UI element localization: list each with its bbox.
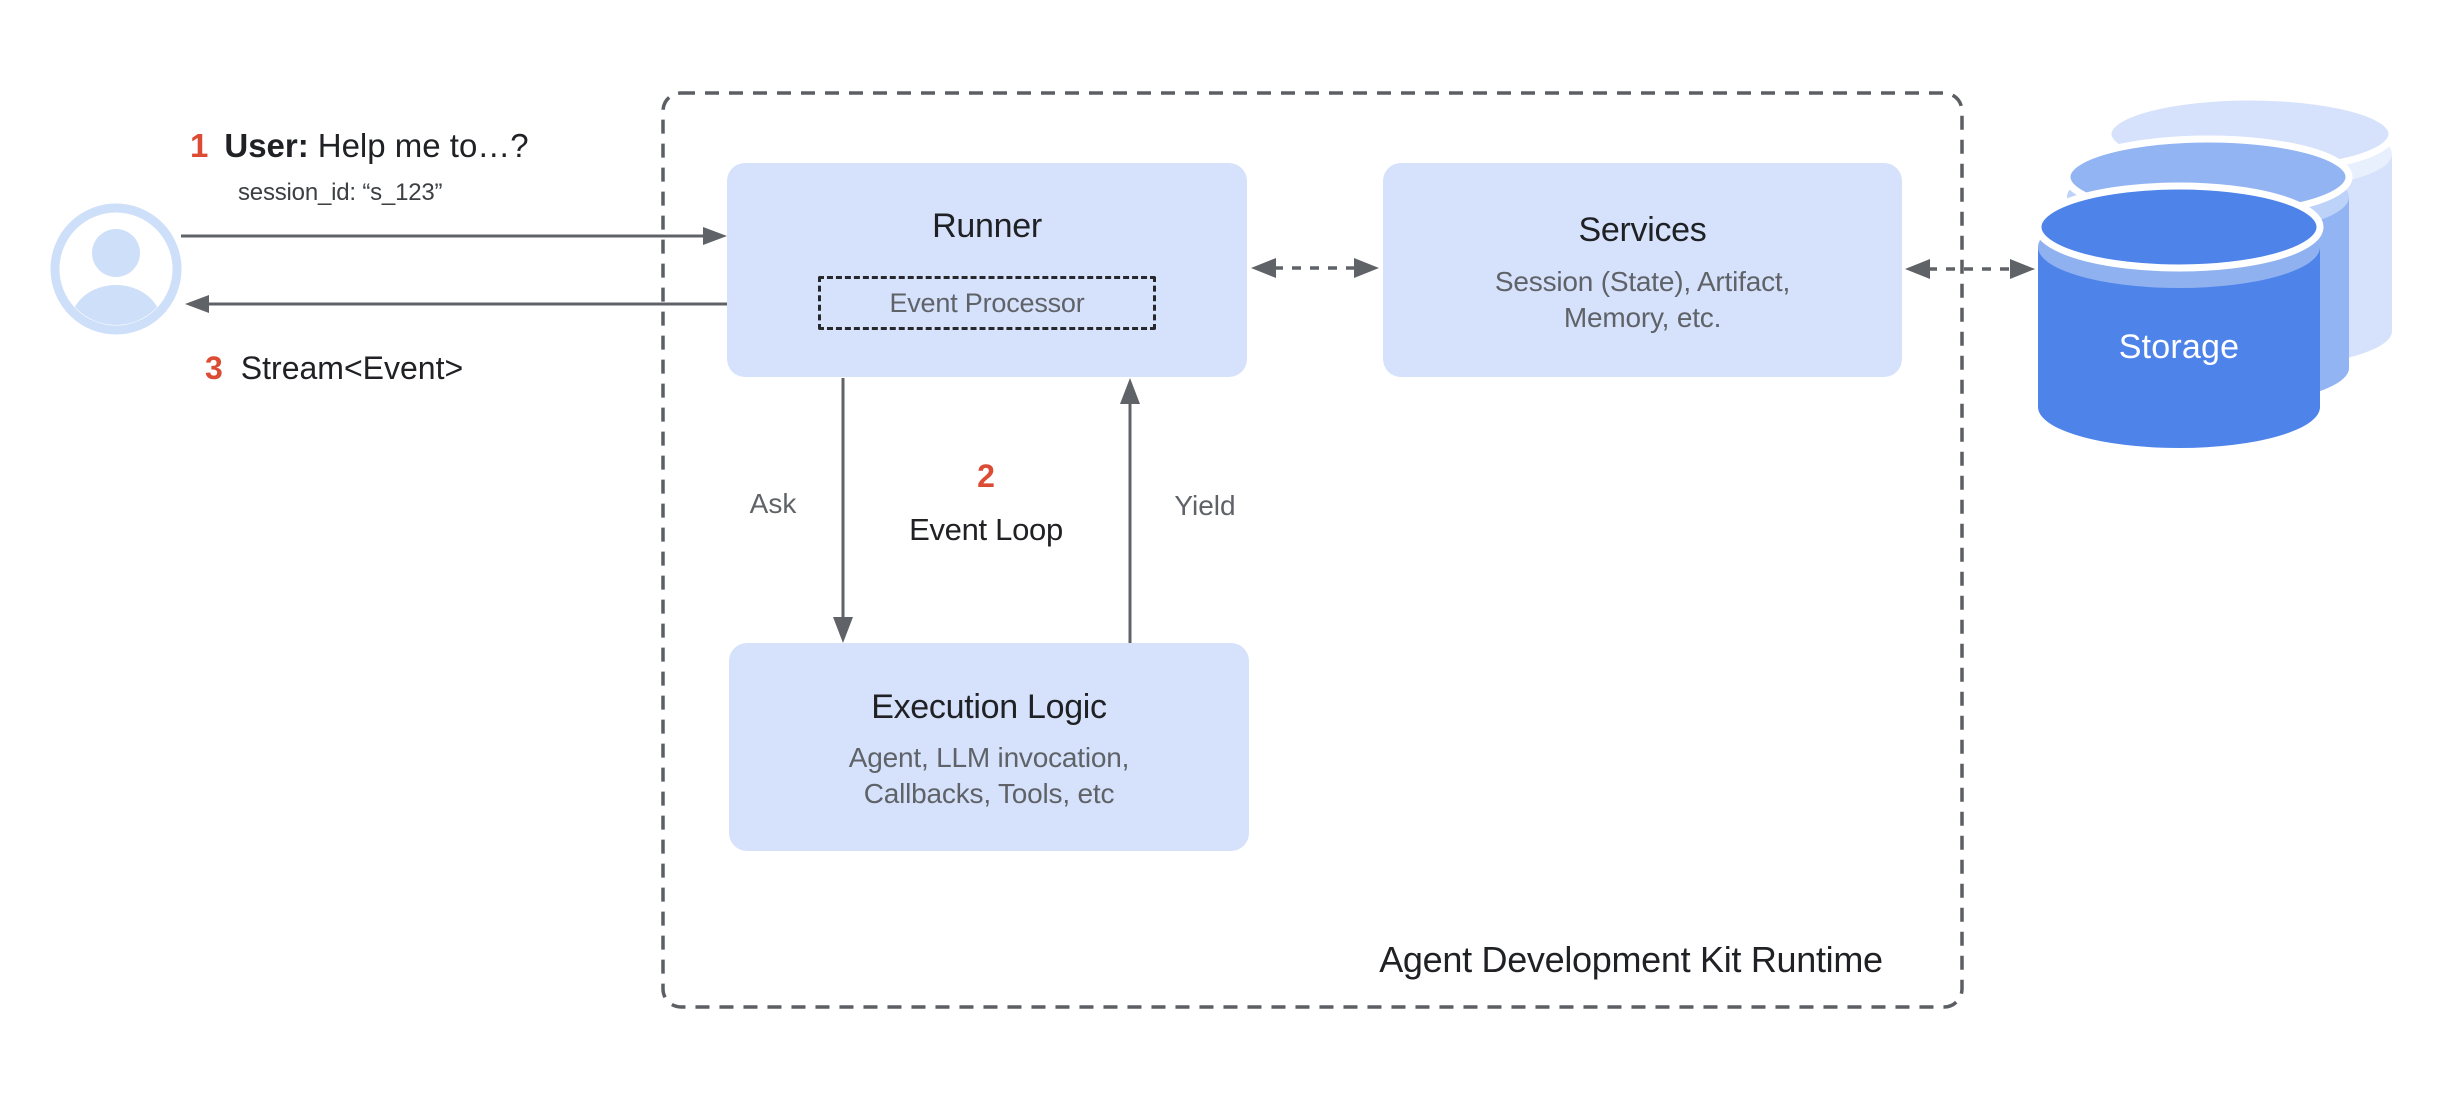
runner-title: Runner xyxy=(932,207,1042,245)
arrow-services-storage xyxy=(1905,259,2035,279)
services-box: Services Session (State), Artifact, Memo… xyxy=(1383,163,1902,377)
arrow-runner-services xyxy=(1251,258,1379,278)
step1-number: 1 xyxy=(190,127,209,164)
user-icon xyxy=(50,203,182,335)
step1-user-label: User: xyxy=(224,127,309,164)
execution-logic-subtitle-line2: Callbacks, Tools, etc xyxy=(863,778,1115,809)
storage-label: Storage xyxy=(2118,328,2240,366)
arrow-yield-up xyxy=(1120,378,1140,643)
yield-label: Yield xyxy=(1174,490,1236,521)
execution-logic-box: Execution Logic Agent, LLM invocation, C… xyxy=(729,643,1249,851)
ask-label: Ask xyxy=(749,488,797,519)
runner-box: Runner Event Processor xyxy=(727,163,1247,377)
step1-annotation: 1 User: Help me to…? xyxy=(190,126,529,166)
event-loop-label: Event Loop xyxy=(909,512,1063,547)
execution-logic-title: Execution Logic xyxy=(871,688,1107,726)
services-title: Services xyxy=(1578,211,1707,249)
services-subtitle-line2: Memory, etc. xyxy=(1563,302,1722,333)
runtime-dashed-border xyxy=(661,91,1964,1009)
execution-logic-subtitle: Agent, LLM invocation, Callbacks, Tools,… xyxy=(848,740,1130,812)
arrow-user-to-runner xyxy=(181,227,727,245)
event-processor-label: Event Processor xyxy=(889,287,1085,318)
step3-annotation: 3 Stream<Event> xyxy=(205,349,463,387)
services-subtitle: Session (State), Artifact, Memory, etc. xyxy=(1495,264,1790,336)
step3-number: 3 xyxy=(205,350,223,386)
arrow-ask-down xyxy=(833,378,853,643)
arrow-runner-to-user xyxy=(185,295,727,313)
execution-logic-subtitle-line1: Agent, LLM invocation, xyxy=(848,742,1130,773)
runtime-caption: Agent Development Kit Runtime xyxy=(1379,939,1883,980)
session-id-text: session_id: “s_123” xyxy=(238,179,443,206)
storage-cylinder-front xyxy=(2034,182,2324,448)
event-loop-number: 2 xyxy=(977,458,995,494)
storage-database-icon xyxy=(2034,93,2396,448)
event-processor-box: Event Processor xyxy=(818,276,1156,330)
services-subtitle-line1: Session (State), Artifact, xyxy=(1494,266,1791,297)
step1-text: Help me to…? xyxy=(317,127,529,164)
step3-text: Stream<Event> xyxy=(240,350,464,386)
